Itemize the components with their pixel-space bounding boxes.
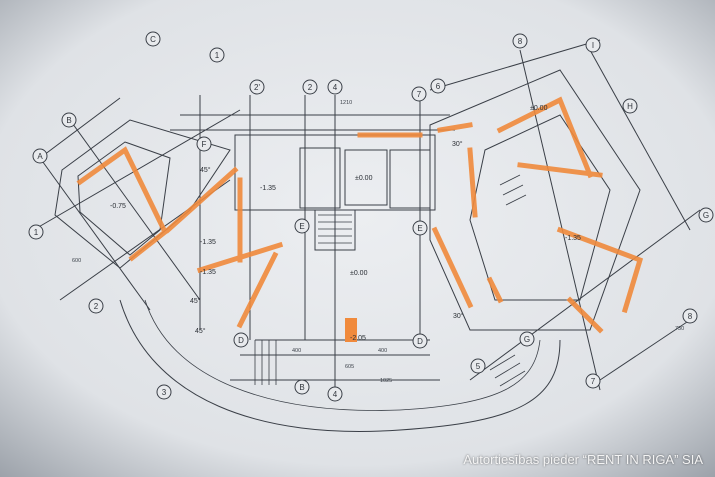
right-wing xyxy=(429,39,701,391)
svg-text:4: 4 xyxy=(333,390,338,399)
svg-text:±0.00: ±0.00 xyxy=(355,175,373,182)
svg-text:45°: 45° xyxy=(200,166,211,174)
svg-text:30°: 30° xyxy=(452,140,463,148)
svg-text:5: 5 xyxy=(476,362,481,371)
wall-highlights xyxy=(76,96,644,334)
svg-text:7: 7 xyxy=(591,377,596,386)
svg-text:B: B xyxy=(66,116,71,125)
dimension-labels: 1025 605 400 400 1210 730 600 xyxy=(72,100,684,384)
svg-text:G: G xyxy=(703,211,709,220)
axis-number-labels: 1 1 2 2 2' 3 4 4 5 6 7 7 8 8 xyxy=(34,37,693,399)
svg-text:8: 8 xyxy=(688,312,693,321)
svg-text:400: 400 xyxy=(292,348,301,354)
svg-text:6: 6 xyxy=(436,82,441,91)
svg-text:45°: 45° xyxy=(195,327,206,335)
svg-text:A: A xyxy=(37,152,43,161)
svg-text:E: E xyxy=(417,224,422,233)
fireplace xyxy=(345,318,357,342)
svg-text:45°: 45° xyxy=(190,297,201,305)
left-wing xyxy=(29,97,241,311)
svg-text:8: 8 xyxy=(518,37,523,46)
axis-letter-bubbles xyxy=(32,31,714,395)
terrace-curve xyxy=(119,299,561,432)
svg-text:C: C xyxy=(150,35,156,44)
svg-text:H: H xyxy=(627,102,633,111)
stairs xyxy=(254,174,527,387)
svg-text:1: 1 xyxy=(34,228,39,237)
terrace-curve-inner xyxy=(144,299,541,411)
svg-text:D: D xyxy=(238,336,244,345)
svg-text:400: 400 xyxy=(378,348,387,354)
level-marks: -0.75 ±0.00 ±0.00 ±0.00 -1.35 -1.35 -1.3… xyxy=(110,105,581,342)
svg-text:1: 1 xyxy=(215,51,220,60)
svg-text:2: 2 xyxy=(308,83,313,92)
svg-text:3: 3 xyxy=(162,388,167,397)
copyright-watermark: Autortiesības pieder “RENT IN RIGA” SIA xyxy=(463,452,703,467)
axis-number-bubbles xyxy=(28,33,698,402)
central-block xyxy=(170,95,455,390)
svg-text:7: 7 xyxy=(417,90,422,99)
svg-text:D: D xyxy=(417,337,423,346)
svg-text:605: 605 xyxy=(345,364,354,370)
svg-text:2': 2' xyxy=(254,83,260,92)
svg-text:600: 600 xyxy=(72,258,81,264)
svg-text:30°: 30° xyxy=(453,312,464,320)
svg-text:-2.05: -2.05 xyxy=(350,335,366,342)
svg-text:I: I xyxy=(592,41,594,50)
axis-letter-labels: A B C D D E E F G G H I B xyxy=(37,35,709,392)
svg-text:1025: 1025 xyxy=(380,378,392,384)
svg-text:±0.00: ±0.00 xyxy=(530,105,548,112)
svg-text:-0.75: -0.75 xyxy=(110,203,126,210)
svg-text:-1.35: -1.35 xyxy=(565,235,581,242)
angle-marks: 45° 45° 45° 30° 30° xyxy=(190,140,464,335)
svg-text:-1.35: -1.35 xyxy=(200,269,216,276)
svg-text:B: B xyxy=(299,383,304,392)
svg-text:G: G xyxy=(524,335,530,344)
svg-text:±0.00: ±0.00 xyxy=(350,270,368,277)
svg-text:E: E xyxy=(299,222,304,231)
svg-text:F: F xyxy=(202,140,207,149)
svg-text:1210: 1210 xyxy=(340,100,352,106)
svg-text:-1.35: -1.35 xyxy=(260,185,276,192)
svg-text:4: 4 xyxy=(333,83,338,92)
svg-text:-1.35: -1.35 xyxy=(200,239,216,246)
svg-text:2: 2 xyxy=(94,302,99,311)
svg-text:730: 730 xyxy=(675,326,684,332)
